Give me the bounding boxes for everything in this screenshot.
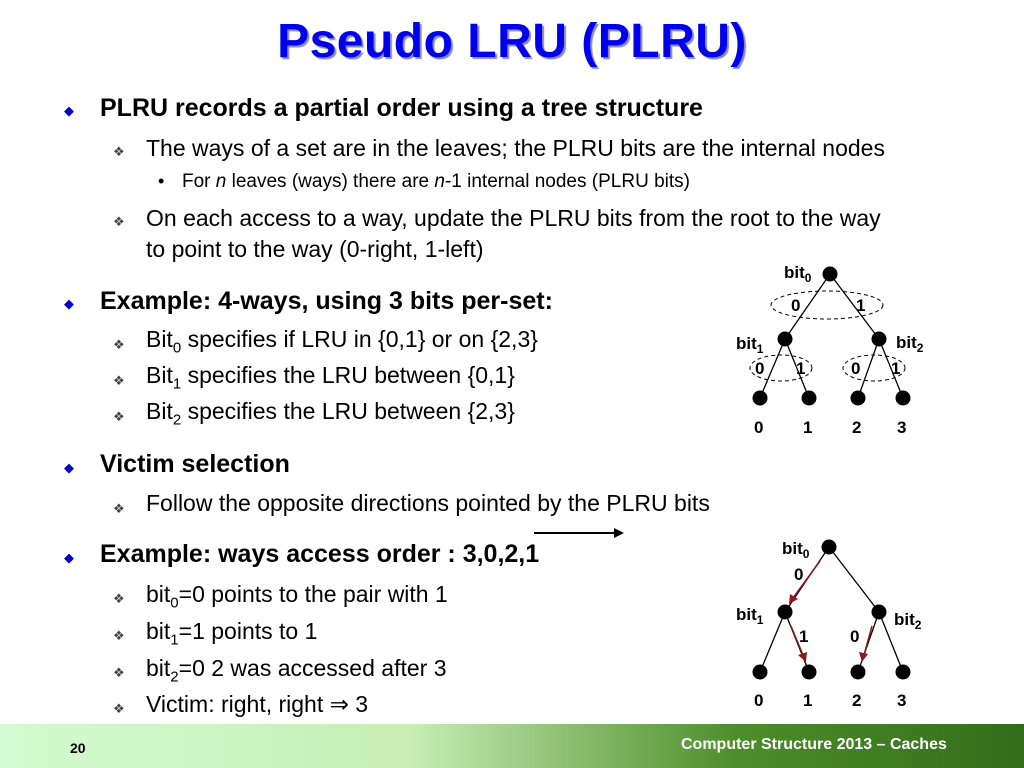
tree2-left-value: 1 [799,627,808,646]
tree1-edge-label: 1 [856,296,865,315]
tree1-left-label: bit1 [736,334,764,356]
fleur-bullet-icon: ❖ [113,214,125,229]
tree2-leaf-node [850,664,866,680]
bullet-1-1: The ways of a set are in the leaves; the… [146,135,885,161]
bullet-4-2: bit1=1 points to 1 [146,618,318,649]
bullet-1: PLRU records a partial order using a tre… [100,94,703,122]
tree2-leaf-label: 1 [803,691,812,710]
bullet-1-2-line1: On each access to a way, update the PLRU… [146,205,881,231]
diamond-bullet-icon: ◆ [64,296,74,311]
footer-bar: 20 Computer Structure 2013 – Caches [0,724,1024,768]
tree2-left-label: bit1 [736,605,764,627]
fleur-bullet-icon: ❖ [113,665,125,680]
tree2: bit0 0 bit1 bit2 1 0 0 1 2 3 [736,539,922,710]
tree2-leaf-node [801,664,817,680]
tree1-edge-label: 1 [891,359,900,378]
tree1-root-node [822,266,838,282]
fleur-bullet-icon: ❖ [113,701,125,716]
tree1-left-node [777,331,793,347]
bullet-4-4: Victim: right, right ⇒ 3 [146,691,369,717]
tree1-edge-label: 0 [851,359,860,378]
tree2-left-node [777,604,793,620]
bullet-2: Example: 4-ways, using 3 bits per-set: [100,287,553,315]
tree1-leaf-label: 2 [852,418,861,437]
tree2-root-node [821,539,837,555]
bullet-3-1: Follow the opposite directions pointed b… [146,490,710,516]
tree1-root-label: bit0 [784,263,812,285]
bullet-4: Example: ways access order : 3,0,2,1 [100,540,540,568]
bullet-4-3: bit2=0 2 was accessed after 3 [146,655,447,686]
tree1-edge-label: 0 [791,296,800,315]
tree2-leaf-label: 3 [897,691,906,710]
tree1-root-ellipse [770,290,884,320]
footer-text: Computer Structure 2013 – Caches [681,736,947,753]
fleur-bullet-icon: ❖ [113,373,125,388]
tree2-leaf-label: 2 [852,691,861,710]
tree2-leaf-label: 0 [754,691,763,710]
tree1-left-ellipse [749,354,813,382]
bullet-2-1: Bit0 specifies if LRU in {0,1} or on {2,… [146,326,538,357]
tree1-right-ellipse [842,354,906,382]
tree1-edge-label: 0 [755,359,764,378]
bullet-1-2-line2: to point to the way (0-right, 1-left) [146,236,484,262]
tree1: bit0 bit1 bit2 0 1 0 1 0 1 0 1 2 3 [736,263,924,437]
tree1-leaf-label: 1 [803,418,812,437]
tree1-leaf-node [752,390,768,406]
tree2-leaf-node [752,664,768,680]
bullet-4-1: bit0=0 points to the pair with 1 [146,581,448,612]
tree1-leaf-node [801,390,817,406]
pointer-arrow-icon [789,560,873,662]
tree1-right-node [871,331,887,347]
fleur-bullet-icon: ❖ [113,144,125,159]
tree2-right-value: 0 [850,627,859,646]
fleur-bullet-icon: ❖ [113,409,125,424]
tree2-root-label: bit0 [782,539,810,561]
slide-title: Pseudo LRU (PLRU) [277,15,747,68]
sequence-arrow-icon [534,528,624,538]
tree2-leaf-node [895,664,911,680]
fleur-bullet-icon: ❖ [113,501,125,516]
tree1-right-label: bit2 [896,333,924,355]
diamond-bullet-icon: ◆ [64,460,74,475]
tree2-root-value: 0 [794,565,803,584]
diamond-bullet-icon: ◆ [64,550,74,565]
tree2-right-node [871,604,887,620]
tree2-right-label: bit2 [894,610,922,632]
tree1-leaf-node [850,390,866,406]
bullet-2-2: Bit1 specifies the LRU between {0,1} [146,362,515,393]
fleur-bullet-icon: ❖ [113,628,125,643]
bullet-3: Victim selection [100,450,290,478]
dot-bullet-icon: • [158,171,165,191]
tree1-leaf-node [895,390,911,406]
implies-arrow-icon: ⇒ [329,691,349,717]
page-number: 20 [70,740,86,756]
tree1-edge-label: 1 [796,359,805,378]
bullet-2-3: Bit2 specifies the LRU between {2,3} [146,398,515,429]
tree1-leaf-label: 3 [897,418,906,437]
fleur-bullet-icon: ❖ [113,337,125,352]
diamond-bullet-icon: ◆ [64,103,74,118]
fleur-bullet-icon: ❖ [113,591,125,606]
bullet-1-1-1: For n leaves (ways) there are n-1 intern… [182,171,690,192]
tree1-leaf-label: 0 [754,418,763,437]
